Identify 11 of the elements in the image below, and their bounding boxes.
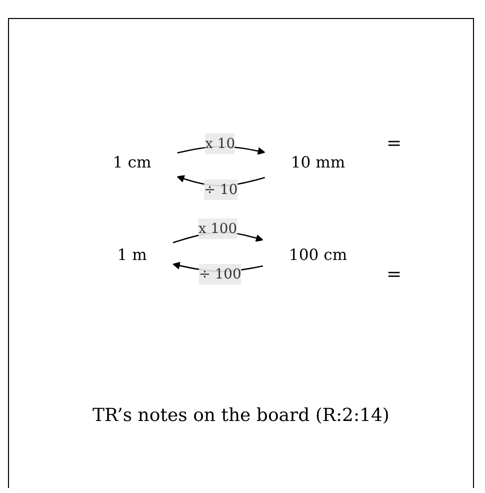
node-text: 100 cm bbox=[289, 246, 348, 264]
edge-label: ÷ 10 bbox=[204, 181, 238, 198]
node-text: 10 mm bbox=[291, 154, 346, 172]
equals-sign: = bbox=[386, 133, 402, 154]
caption: TR’s notes on the board (R:2:14) bbox=[92, 405, 390, 426]
edge-label: x 100 bbox=[198, 220, 238, 237]
node-text: 1 m bbox=[118, 246, 148, 264]
edge-label: ÷ 100 bbox=[199, 266, 242, 282]
edge-label: x 10 bbox=[206, 134, 236, 152]
equals-sign: = bbox=[386, 264, 402, 285]
node-text: 1 cm bbox=[113, 154, 152, 172]
